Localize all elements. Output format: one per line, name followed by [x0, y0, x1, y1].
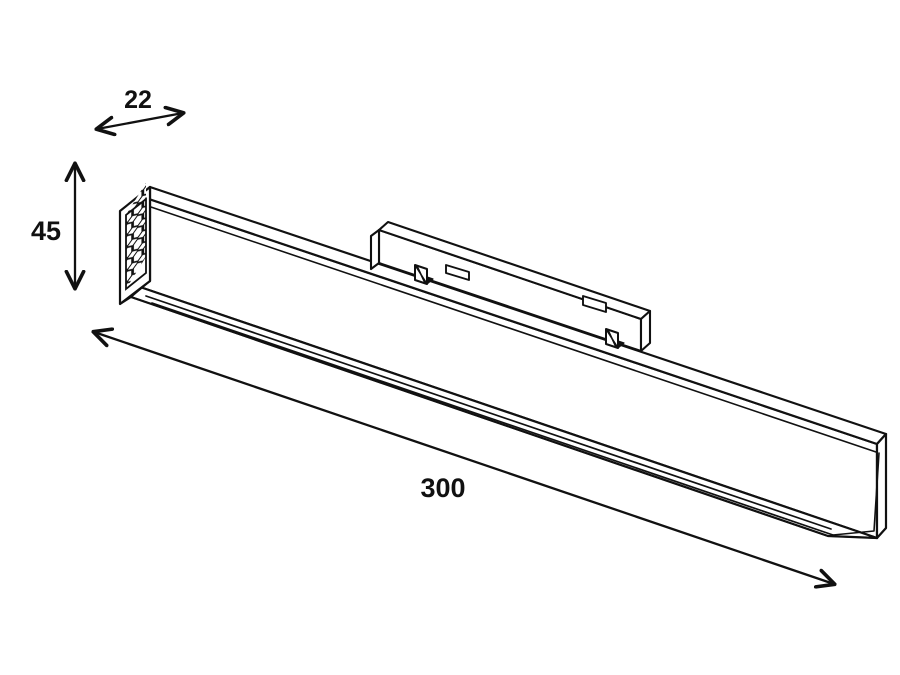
dimension-height-45: 45 [31, 164, 75, 288]
contact-pin-1 [414, 264, 434, 285]
honeycomb-end-cap [118, 182, 152, 306]
slot-opening-1 [445, 264, 470, 281]
body-right-endcap [875, 432, 888, 540]
bracket-left-step [369, 228, 381, 271]
body-bottom-right-bevel-inner [832, 452, 880, 536]
body-bottom-right-bevel [827, 527, 887, 539]
honeycomb-mesh [125, 182, 147, 291]
dimension-line-300 [94, 332, 834, 584]
dimension-label-45: 45 [31, 216, 61, 246]
end-cap-bottom-edge [119, 296, 132, 305]
honeycomb-mesh-border [125, 197, 147, 291]
dimension-length-300: 300 [94, 332, 834, 584]
dimension-line-22 [97, 113, 183, 129]
dimension-depth-22: 22 [97, 86, 183, 129]
dimension-label-300: 300 [420, 473, 465, 503]
bracket-right-face [639, 309, 652, 353]
dimension-label-22: 22 [124, 86, 152, 114]
slot-opening-2 [582, 295, 607, 313]
